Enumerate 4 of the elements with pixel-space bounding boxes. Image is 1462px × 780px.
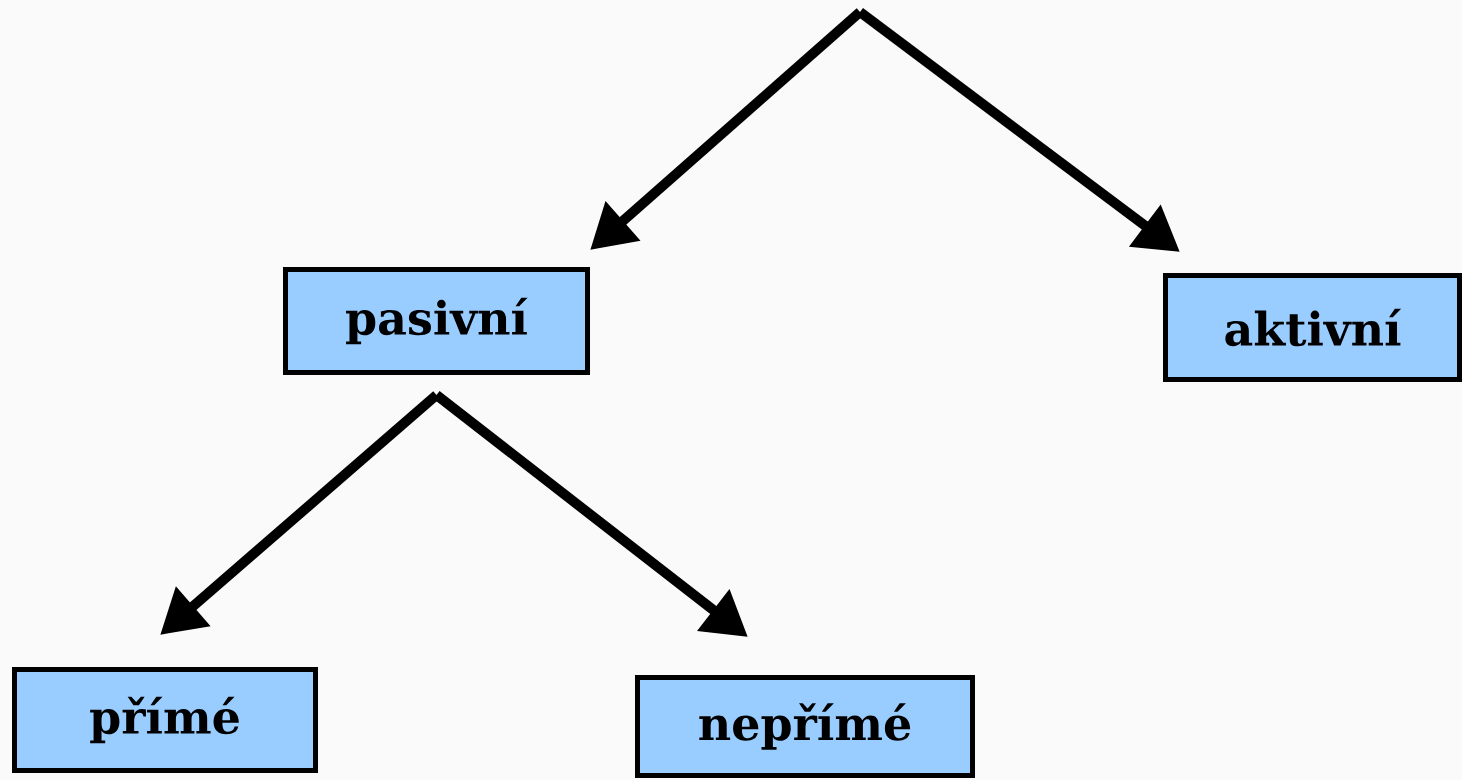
category-box: pasivní <box>283 267 590 375</box>
category-box: přímé <box>12 667 318 773</box>
category-box: nepřímé <box>635 675 975 778</box>
category-box: aktivní <box>1163 273 1462 382</box>
